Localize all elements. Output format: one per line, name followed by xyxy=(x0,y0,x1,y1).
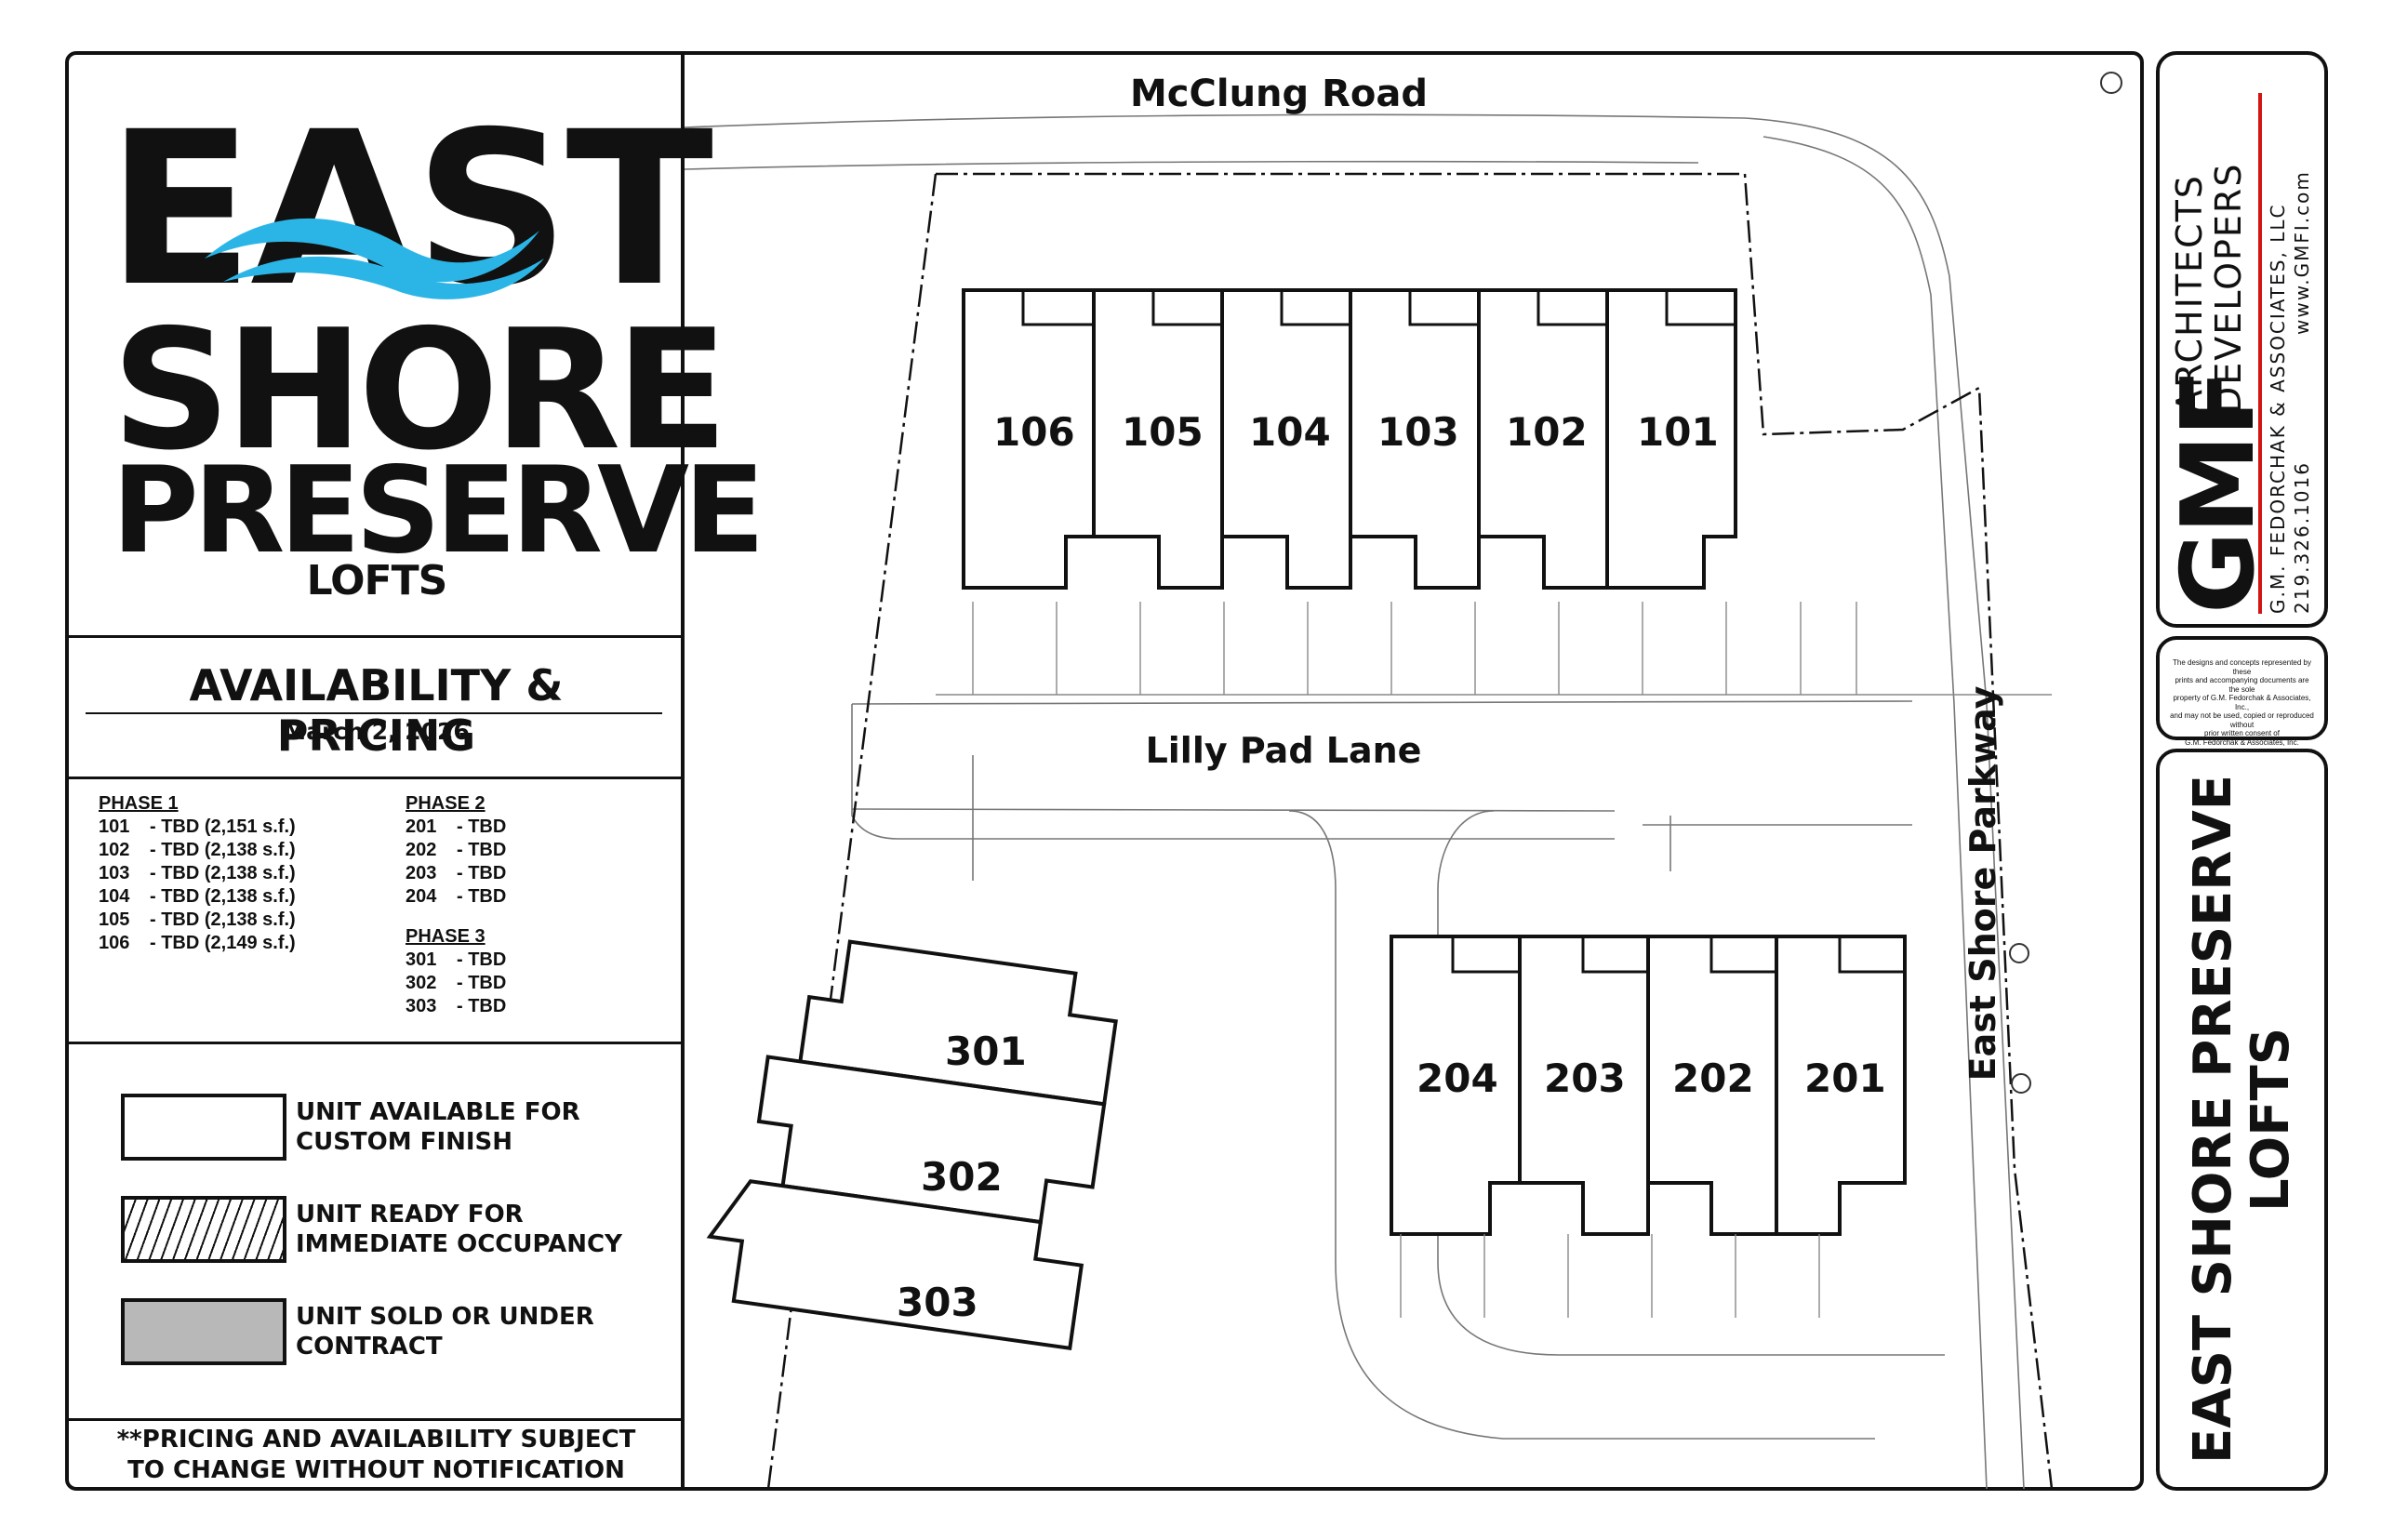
building-303 xyxy=(706,1179,1084,1351)
availability-title: AVAILABILITY & PRICING xyxy=(189,660,564,761)
firm-legal-name: G.M. FEDORCHAK & ASSOCIATES, LLC xyxy=(2266,203,2289,614)
north-marker xyxy=(2100,72,2122,94)
project-title-card: EAST SHORE PRESERVE LOFTS xyxy=(2156,749,2328,1491)
list-item: 203- TBD xyxy=(406,863,507,883)
firm-line-architects: ARCHITECTS xyxy=(2168,174,2210,414)
section-divider xyxy=(67,1042,683,1044)
section-divider xyxy=(67,1418,683,1421)
panel-divider xyxy=(681,53,685,1489)
list-item: 105- TBD (2,138 s.f.) xyxy=(99,909,296,930)
section-divider xyxy=(67,635,683,638)
list-item: 202- TBD xyxy=(406,840,507,860)
road-label-east: East Shore Parkway xyxy=(1962,685,2003,1082)
legend-swatch-ready xyxy=(121,1196,286,1263)
unit-label: 105 xyxy=(1122,409,1204,455)
phase-3-list: PHASE 3 301- TBD 302- TBD 303- TBD xyxy=(406,925,506,1018)
project-title-line2: LOFTS xyxy=(2240,1027,2301,1213)
unit-label: 302 xyxy=(921,1154,1003,1200)
list-item: 102- TBD (2,138 s.f.) xyxy=(99,840,296,860)
availability-date: March 2, 2026 xyxy=(283,718,470,745)
phase-2-buildings xyxy=(1390,935,1907,1236)
unit-label: 103 xyxy=(1377,409,1459,455)
phase-1-list: PHASE 1 101- TBD (2,151 s.f.) 102- TBD (… xyxy=(99,792,296,955)
firm-card: GMF ARCHITECTS DEVELOPERS G.M. FEDORCHAK… xyxy=(2156,51,2328,628)
phase-2-list: PHASE 2 201- TBD 202- TBD 203- TBD 204- … xyxy=(406,792,506,909)
title-rule xyxy=(86,712,662,714)
road-label-north: McClung Road xyxy=(1130,73,1428,115)
legend-swatch-available xyxy=(121,1094,286,1161)
list-item: 103- TBD (2,138 s.f.) xyxy=(99,863,296,883)
firm-accent-rule xyxy=(2257,93,2262,614)
project-logo: EAST SHORE PRESERVE LOFTS xyxy=(106,102,765,623)
list-item: 303- TBD xyxy=(406,996,507,1016)
project-title: EAST SHORE PRESERVE LOFTS xyxy=(2182,774,2301,1464)
phase-title: PHASE 2 xyxy=(406,793,486,814)
list-item: 101- TBD (2,151 s.f.) xyxy=(99,816,296,837)
unit-label: 101 xyxy=(1637,409,1719,455)
legend-swatch-sold xyxy=(121,1298,286,1365)
unit-label: 202 xyxy=(1672,1055,1754,1101)
firm-line-developers: DEVELOPERS xyxy=(2207,162,2249,414)
section-divider xyxy=(67,777,683,779)
project-title-line1: EAST SHORE PRESERVE xyxy=(2182,774,2243,1464)
sheet-border xyxy=(65,51,2144,1491)
unit-label: 301 xyxy=(945,1029,1027,1074)
logo-word-preserve: PRESERVE xyxy=(112,442,765,580)
phase-1-buildings xyxy=(962,288,1737,590)
logo-word-lofts: LOFTS xyxy=(306,557,448,604)
phase-title: PHASE 3 xyxy=(406,926,486,947)
property-line xyxy=(766,172,2054,1489)
logo-wave-icon xyxy=(205,218,544,299)
list-item: 106- TBD (2,149 s.f.) xyxy=(99,933,296,953)
firm-block: GMF ARCHITECTS DEVELOPERS G.M. FEDORCHAK… xyxy=(2161,65,2321,614)
building-101 xyxy=(1605,288,1737,590)
road-label-middle: Lilly Pad Lane xyxy=(1145,730,1422,771)
list-item: 301- TBD xyxy=(406,949,507,970)
unit-label: 106 xyxy=(993,409,1075,455)
unit-label: 201 xyxy=(1804,1055,1886,1101)
unit-label: 303 xyxy=(897,1280,978,1325)
phase-title: PHASE 1 xyxy=(99,793,179,814)
unit-label: 104 xyxy=(1249,409,1331,455)
building-201 xyxy=(1775,935,1907,1236)
list-item: 302- TBD xyxy=(406,973,507,993)
list-item: 201- TBD xyxy=(406,816,507,837)
site-plan xyxy=(685,72,2122,1489)
unit-label: 102 xyxy=(1506,409,1588,455)
copyright-note: The designs and concepts represented by … xyxy=(2170,658,2314,747)
phase-3-buildings xyxy=(706,939,1118,1351)
list-item: 104- TBD (2,138 s.f.) xyxy=(99,886,296,907)
unit-label: 204 xyxy=(1417,1055,1498,1101)
logo-word-shore: SHORE xyxy=(112,294,728,486)
firm-website: www.GMFI.com xyxy=(2290,170,2313,335)
unit-label: 203 xyxy=(1544,1055,1626,1101)
firm-phone: 219.326.1016 xyxy=(2290,461,2313,614)
list-item: 204- TBD xyxy=(406,886,507,907)
copyright-card: The designs and concepts represented by … xyxy=(2156,636,2328,747)
